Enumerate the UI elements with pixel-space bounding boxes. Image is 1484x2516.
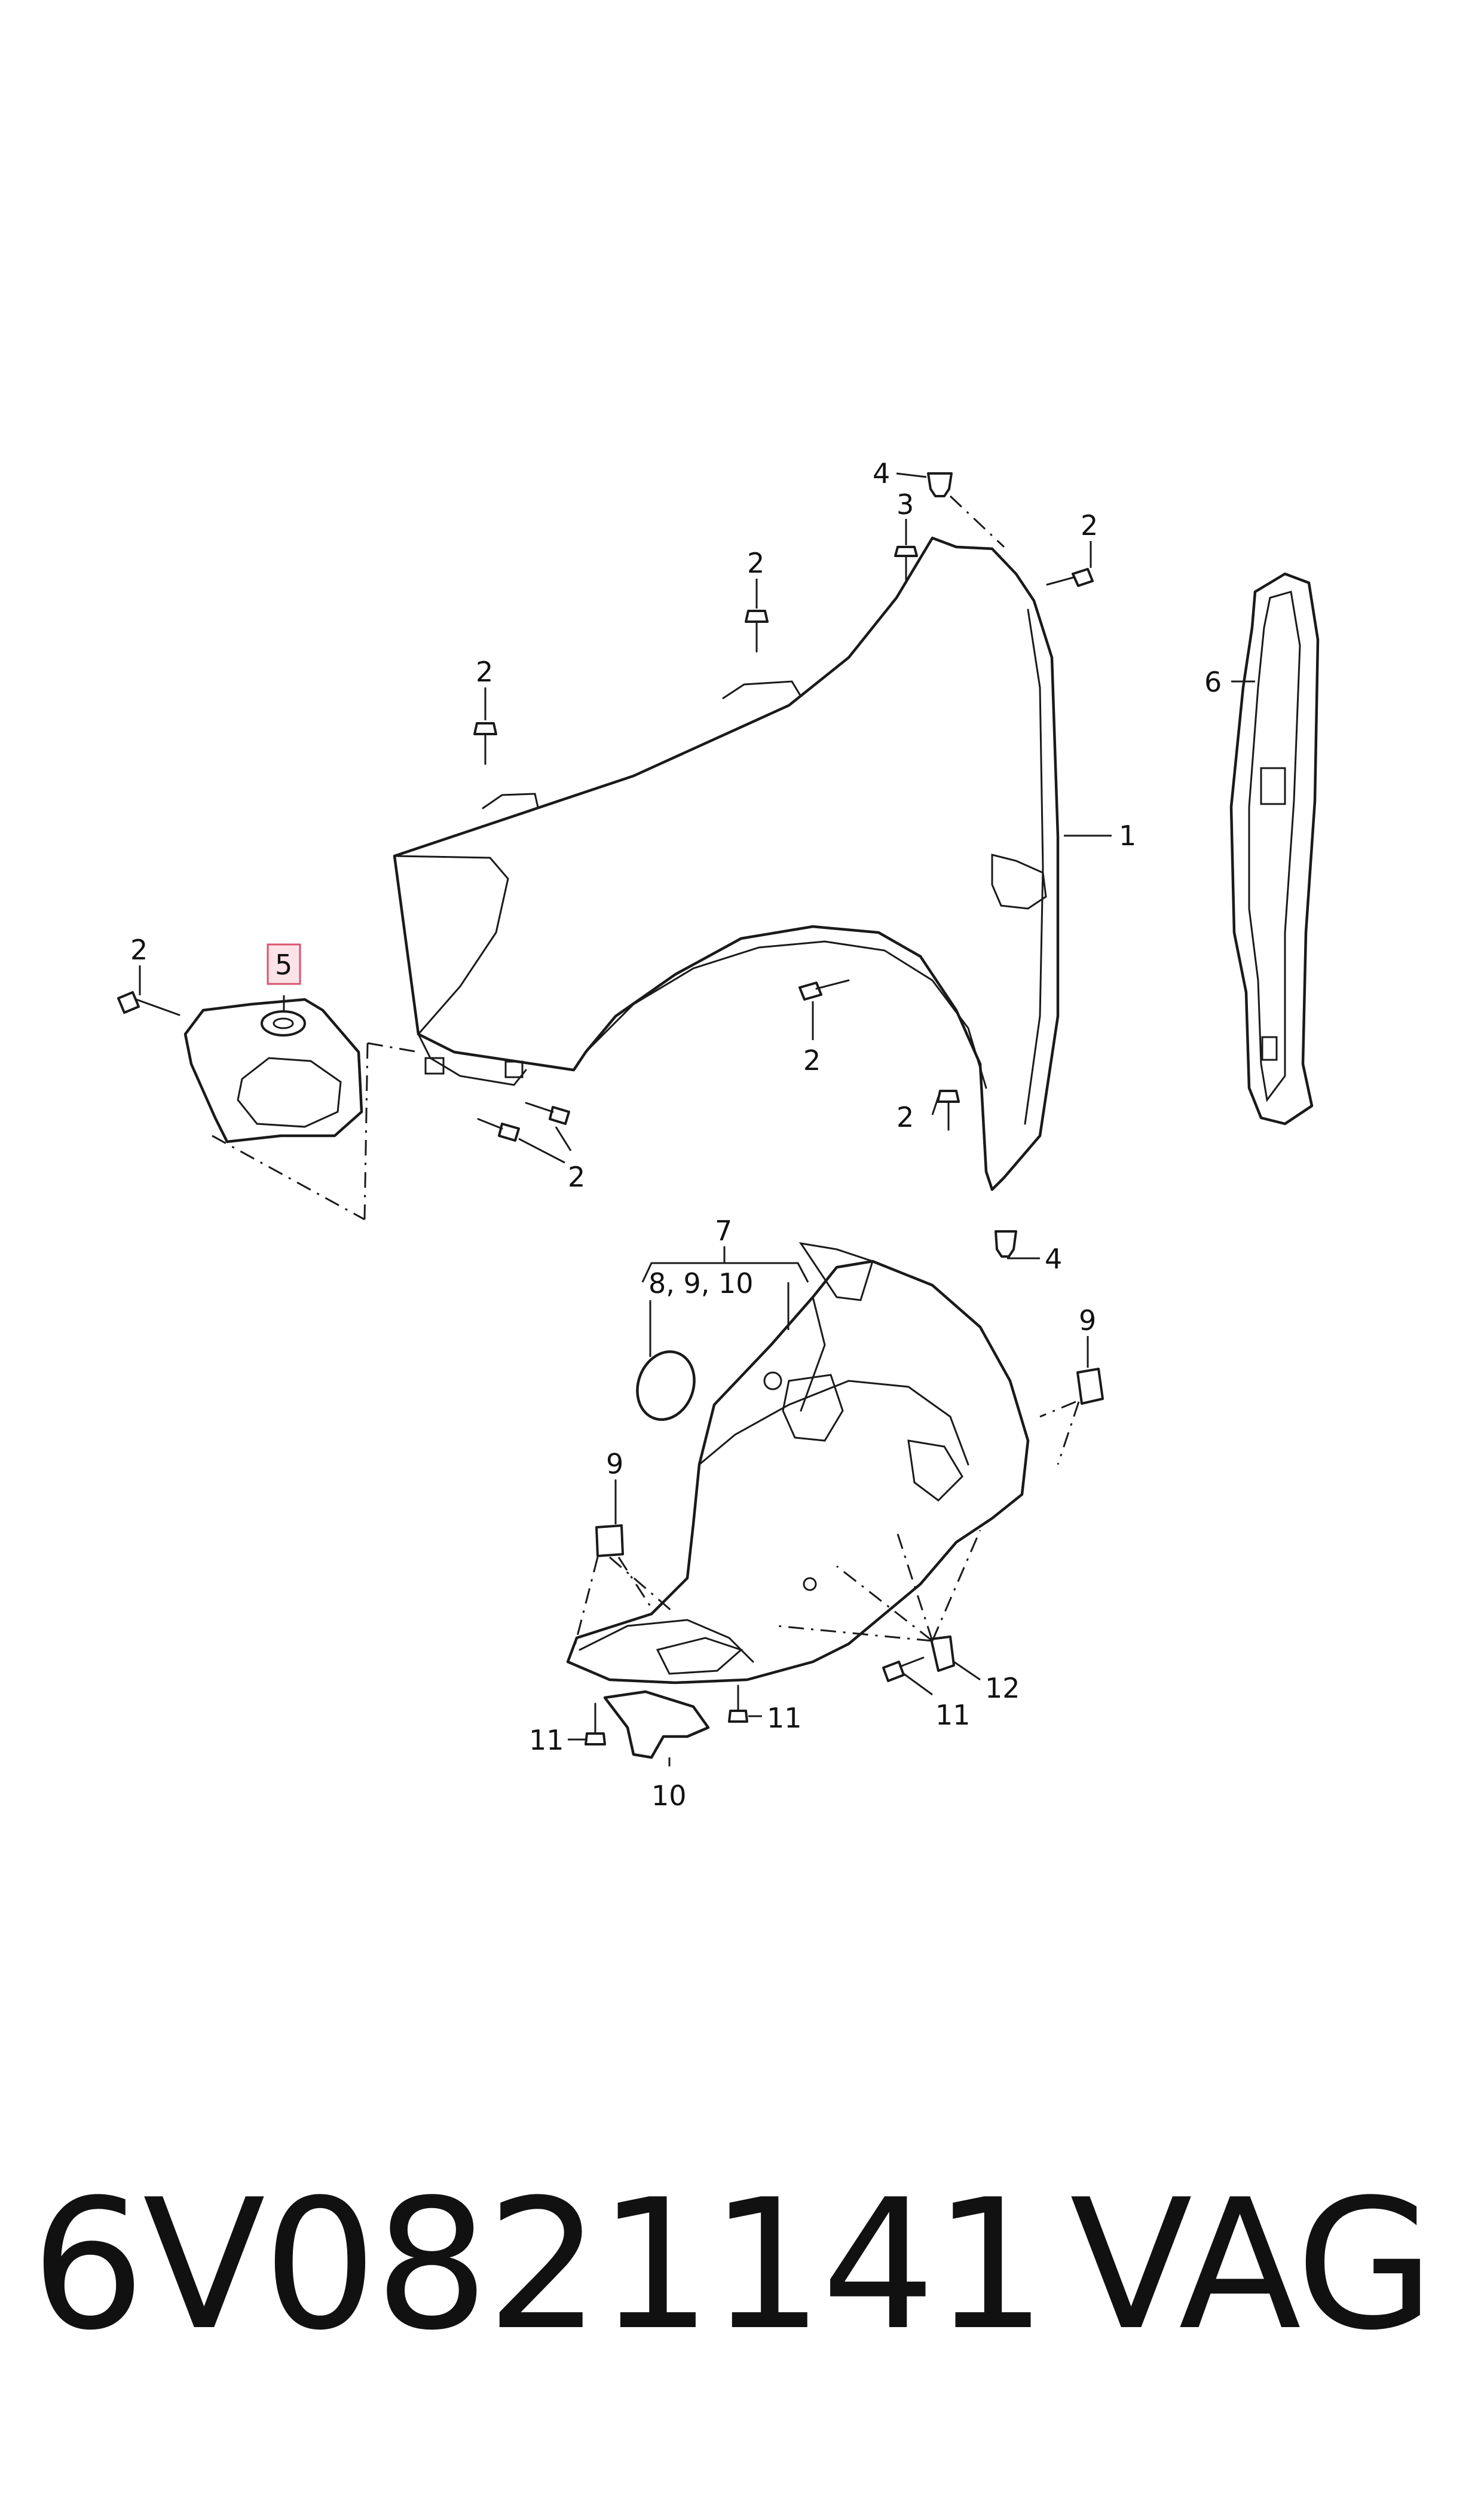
- callout-screw-right: 11: [935, 1699, 971, 1731]
- part-number: 6V0821141: [31, 2161, 1047, 2370]
- callout-clip-right: 9: [1079, 1304, 1096, 1337]
- callout-nut-top: 3: [896, 488, 914, 521]
- callout-bolt-bracket: 2: [130, 934, 148, 966]
- liner-leader-lines: [568, 1246, 1089, 1766]
- callout-expansion-nut: 12: [985, 1672, 1020, 1704]
- callout-bolt-rear-low: 2: [896, 1101, 914, 1133]
- callout-bolt-arch: 2: [803, 1044, 821, 1077]
- callout-bolt-top-mid: 2: [747, 547, 764, 579]
- fender-fasteners: [473, 472, 1094, 1258]
- callout-fender: 1: [1119, 820, 1136, 852]
- fender-seal: [1229, 572, 1320, 1126]
- callout-numbers: 1 2 2 2 2 2 2 2 3 4 4 5 6 7 8, 9, 10 9 9…: [130, 457, 1222, 1812]
- brand-name: VAG: [1070, 2161, 1434, 2370]
- fender-bracket: [117, 991, 363, 1144]
- callout-seal: 6: [1204, 666, 1222, 698]
- leader-lines: [139, 472, 1255, 1259]
- callout-liner: 7: [715, 1215, 732, 1247]
- callout-bolt-front-low: 2: [568, 1161, 585, 1193]
- callout-bolt-top-right: 2: [1081, 509, 1098, 542]
- wheelhouse-liner: [566, 1242, 1104, 1759]
- callout-deflector: 10: [651, 1780, 687, 1812]
- callout-liner-group: 8, 9, 10: [648, 1267, 754, 1300]
- callout-bracket: 5: [275, 949, 292, 981]
- highlighted-callout-box: [267, 943, 301, 985]
- callout-screw-left: 11: [529, 1724, 564, 1756]
- callout-clip-top: 4: [873, 457, 890, 490]
- callout-screw-mid: 11: [767, 1702, 802, 1734]
- callout-clip-bottom: 4: [1045, 1243, 1062, 1275]
- fender-panel: [393, 536, 1060, 1191]
- callout-bolt-top-left: 2: [476, 656, 493, 688]
- callout-clip-left: 9: [606, 1448, 623, 1480]
